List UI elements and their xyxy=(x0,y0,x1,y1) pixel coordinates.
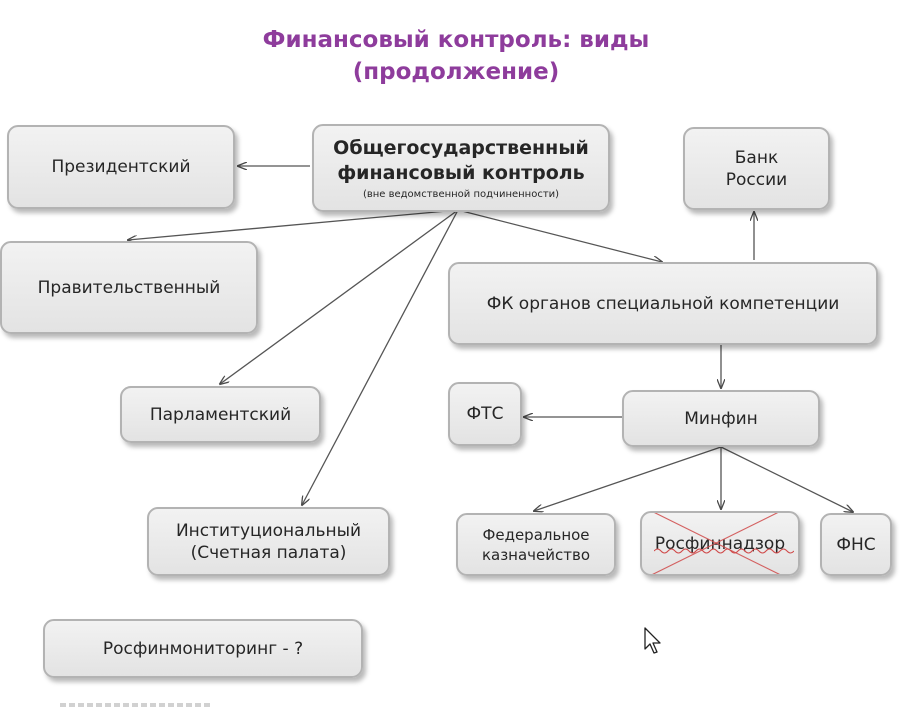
mouse-pointer-icon xyxy=(644,627,661,654)
node-fts-label: ФТС xyxy=(466,404,504,424)
arrow-minfin-to-treasury xyxy=(534,446,722,511)
node-special-competence: ФК органов специальной компетенции xyxy=(448,262,878,345)
node-special-label: ФК органов специальной компетенции xyxy=(486,293,840,314)
node-general-note: (вне ведомственной подчиненности) xyxy=(362,188,560,200)
node-general-line2: финансовый контроль xyxy=(337,161,585,184)
node-parliamentary-label: Парламентский xyxy=(149,404,292,425)
node-general-line1: Общегосударственный xyxy=(333,136,589,159)
node-institutional: Институциональный (Счетная палата) xyxy=(147,507,390,576)
node-treasury-line1: Федеральное xyxy=(482,525,590,544)
node-parliamentary: Парламентский xyxy=(120,386,321,443)
page-title: Финансовый контроль: виды xyxy=(262,27,650,53)
node-presidential-label: Президентский xyxy=(51,157,191,177)
node-fns-label: ФНС xyxy=(836,534,876,555)
node-minfin: Минфин xyxy=(622,390,820,447)
node-institutional-line1: Институциональный xyxy=(175,520,362,541)
arrow-general-to-special xyxy=(457,209,662,262)
node-rosfinmonitoring: Росфинмониторинг - ? xyxy=(43,619,363,678)
node-fts: ФТС xyxy=(448,382,522,446)
page-subtitle: (продолжение) xyxy=(352,59,560,85)
node-institutional-line2: (Счетная палата) xyxy=(190,542,347,563)
node-bank-line2: России xyxy=(725,169,788,190)
node-federal-treasury: Федеральное казначейство xyxy=(456,513,616,576)
node-treasury-line2: казначейство xyxy=(481,545,591,564)
node-presidential: Президентский xyxy=(7,125,235,209)
node-general-financial-control: Общегосударственный финансовый контроль … xyxy=(312,124,610,212)
arrow-general-to-parliamentary xyxy=(220,209,459,384)
node-bank-of-russia: Банк России xyxy=(683,127,830,210)
node-fns: ФНС xyxy=(820,513,892,576)
node-governmental: Правительственный xyxy=(0,241,258,334)
node-rosfinmonitoring-label: Росфинмониторинг - ? xyxy=(102,638,304,659)
node-bank-line1: Банк xyxy=(734,147,779,168)
footer-faint-text-fragment xyxy=(60,703,210,707)
node-governmental-label: Правительственный xyxy=(37,277,221,298)
node-minfin-label: Минфин xyxy=(684,408,758,429)
spellcheck-underline-icon xyxy=(654,548,794,554)
node-rosfinnadzor: Росфиннадзор xyxy=(640,511,800,576)
arrow-minfin-to-fns xyxy=(720,446,853,512)
arrow-general-to-governmental xyxy=(128,209,459,240)
arrow-general-to-institutional xyxy=(302,209,459,505)
